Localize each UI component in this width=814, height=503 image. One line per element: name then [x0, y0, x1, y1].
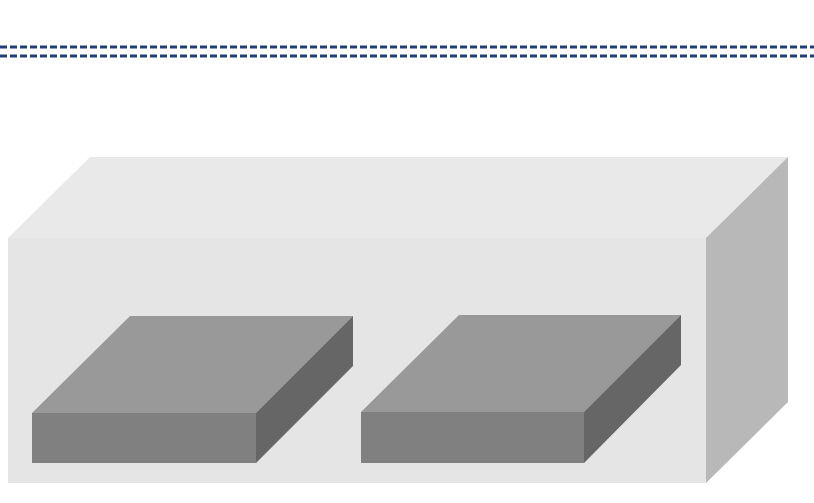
slot-right-side-face [584, 315, 681, 463]
header-divider [0, 45, 814, 58]
slot-left-side-face [256, 316, 353, 463]
enclosure-top-face [8, 157, 788, 238]
slot-left-front-face [32, 413, 256, 463]
slot-right [361, 315, 681, 463]
slot-left-top-face [32, 316, 353, 413]
slot-right-front-face [361, 412, 584, 463]
enclosure-side-face [706, 157, 788, 483]
slot-left [32, 316, 353, 463]
slot-right-top-face [361, 315, 681, 412]
